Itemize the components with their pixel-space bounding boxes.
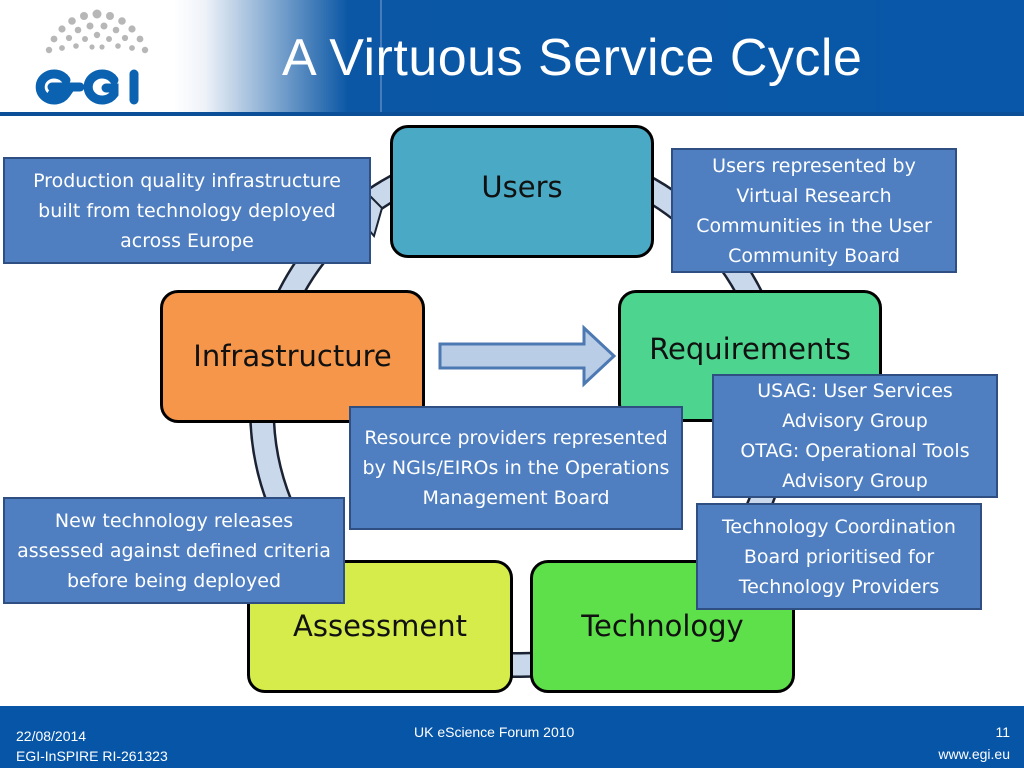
note-resource-providers: Resource providers represented by NGIs/E…	[349, 406, 683, 530]
node-technology-label: Technology	[581, 608, 744, 643]
note-otag-text: OTAG: Operational Tools Advisory Group	[740, 440, 970, 492]
footer-event: UK eScience Forum 2010	[414, 724, 575, 740]
note-production: Production quality infrastructure built …	[3, 157, 371, 264]
note-users-represented: Users represented by Virtual Research Co…	[671, 148, 957, 273]
node-users-label: Users	[481, 169, 563, 204]
node-assessment-label: Assessment	[293, 608, 467, 643]
footer-project: EGI-InSPIRE RI-261323	[16, 748, 168, 764]
note-resource-providers-text: Resource providers represented by NGIs/E…	[362, 427, 670, 509]
footer-date: 22/08/2014	[16, 728, 87, 744]
note-advisory-groups: USAG: User Services Advisory Group OTAG:…	[712, 374, 998, 498]
footer-page-number: 11	[995, 724, 1010, 740]
header-underline	[0, 112, 1024, 116]
header-band	[0, 0, 1024, 112]
node-infrastructure: Infrastructure	[160, 290, 425, 423]
node-infrastructure-label: Infrastructure	[193, 338, 392, 373]
note-production-text: Production quality infrastructure built …	[33, 169, 341, 252]
note-new-technology-text: New technology releases assessed against…	[17, 509, 331, 592]
note-technology-board-text: Technology Coordination Board prioritise…	[722, 515, 956, 598]
node-requirements-label: Requirements	[649, 332, 851, 366]
node-technology: Technology	[530, 560, 795, 693]
footer-url[interactable]: www.egi.eu	[938, 746, 1010, 762]
note-users-represented-text: Users represented by Virtual Research Co…	[696, 154, 932, 267]
header-divider	[380, 0, 382, 112]
slide-title: A Virtuous Service Cycle	[282, 29, 863, 87]
egi-logo	[35, 9, 149, 105]
flow-arrow	[438, 324, 617, 388]
slide-header: A Virtuous Service Cycle	[0, 0, 1024, 112]
node-users: Users	[390, 125, 654, 258]
note-usag-text: USAG: User Services Advisory Group	[757, 380, 953, 432]
note-new-technology: New technology releases assessed against…	[3, 497, 345, 604]
node-assessment: Assessment	[247, 560, 513, 693]
slide-footer: 22/08/2014 EGI-InSPIRE RI-261323 UK eSci…	[0, 706, 1024, 768]
note-technology-board: Technology Coordination Board prioritise…	[696, 503, 982, 610]
